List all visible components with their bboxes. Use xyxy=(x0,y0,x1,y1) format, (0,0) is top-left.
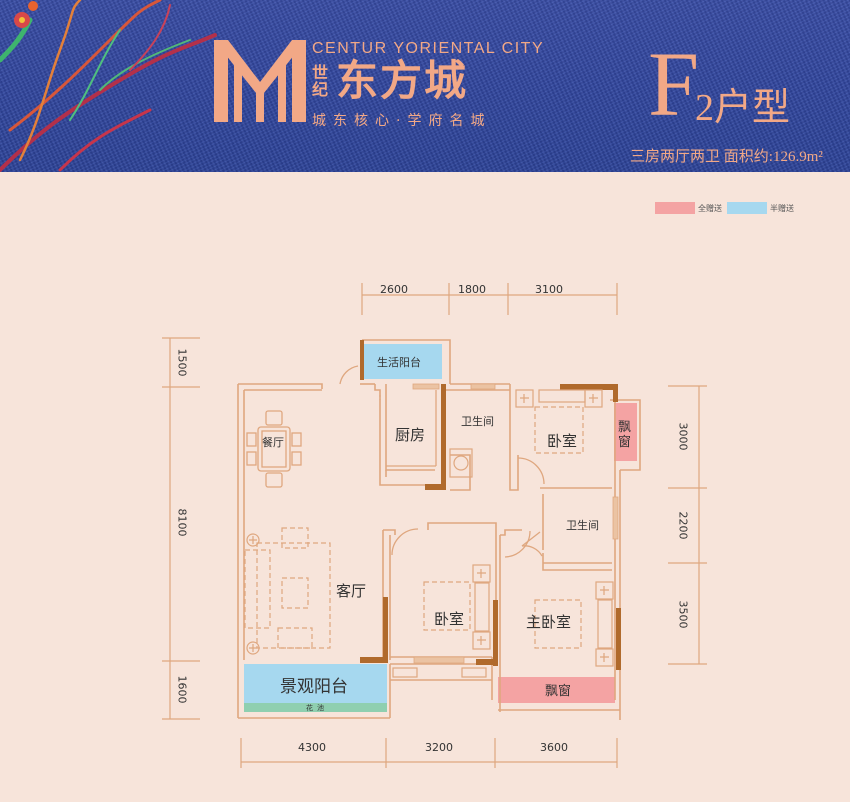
legend-item-half-gift: 半赠送 xyxy=(727,202,794,214)
window-strips xyxy=(412,383,619,664)
dim-top-2: 1800 xyxy=(458,283,486,296)
door-swings xyxy=(339,365,545,558)
dim-right-1: 3000 xyxy=(676,422,690,451)
view-balcony-fill xyxy=(244,664,387,704)
dining-table-icon xyxy=(246,410,302,488)
room-label-view-balcony: 景观阳台 xyxy=(280,677,348,697)
area-label: 面积约: xyxy=(723,149,773,165)
unit-type-label: 2户型 xyxy=(695,87,791,129)
dim-right-2: 2200 xyxy=(676,511,690,540)
dim-top-3: 3100 xyxy=(535,283,563,296)
legend-label: 半赠送 xyxy=(770,203,794,213)
thick-walls xyxy=(360,340,621,670)
washbasin-icon xyxy=(449,448,473,478)
bay-window-1-fill xyxy=(614,403,637,461)
planter-fill xyxy=(244,703,387,712)
room-label-master-bedroom: 主卧室 xyxy=(526,613,572,631)
dimension-lines xyxy=(162,283,707,768)
room-label-bathroom-2: 卫生间 xyxy=(566,519,599,532)
room-label-bay-window-1: 飘窗 xyxy=(618,420,632,450)
bay-window-2-fill xyxy=(498,677,615,703)
room-label-living: 客厅 xyxy=(336,582,367,600)
dim-right-3: 3500 xyxy=(676,600,690,629)
brand-cn-prefix: 世纪 xyxy=(312,63,329,99)
room-label-bay-window-2: 飘窗 xyxy=(545,684,572,699)
dim-bottom-3: 3600 xyxy=(540,741,568,754)
legend-label: 全赠送 xyxy=(698,203,722,213)
thin-walls xyxy=(237,339,641,720)
dim-left-2: 8100 xyxy=(175,508,189,537)
room-label-bedroom-1: 卧室 xyxy=(547,432,578,450)
dim-left-1: 1500 xyxy=(175,348,189,377)
room-label-service-balcony: 生活阳台 xyxy=(377,356,421,369)
nightstand-icons xyxy=(392,389,614,678)
brand-english-name: CENTUR YORIENTAL CITY xyxy=(312,40,545,57)
dim-bottom-1: 4300 xyxy=(298,741,326,754)
unit-type-letter: F xyxy=(648,33,700,135)
logo-icon xyxy=(214,40,306,122)
sofa-set-icon xyxy=(244,527,331,649)
legend-item-full-gift: 全赠送 xyxy=(655,202,722,214)
room-label-kitchen: 厨房 xyxy=(395,426,426,444)
room-label-dining: 餐厅 xyxy=(262,436,284,449)
dim-bottom-2: 3200 xyxy=(425,741,453,754)
header-banner: CENTUR YORIENTAL CITY 世纪 东方城 城东核心·学府名城 F… xyxy=(0,0,850,172)
brand-slogan: 城东核心·学府名城 xyxy=(312,113,492,129)
brand-cn-name: 东方城 xyxy=(336,56,469,105)
kitchen-counter-icon xyxy=(379,390,437,467)
room-label-bathroom-1: 卫生间 xyxy=(461,415,494,428)
legend-swatch-blue xyxy=(727,202,767,214)
legend-swatch-pink xyxy=(655,202,695,214)
layout-desc: 三房两厅两卫 xyxy=(630,149,721,165)
service-balcony-fill xyxy=(364,344,442,379)
tree-branch-decoration xyxy=(0,0,217,172)
lamp-icons xyxy=(246,533,260,655)
room-label-planter: 花池 xyxy=(306,704,328,712)
unit-description: 三房两厅两卫 面积约:126.9m² xyxy=(630,145,823,166)
room-label-bedroom-2: 卧室 xyxy=(434,610,465,628)
dim-left-3: 1600 xyxy=(175,675,189,704)
dim-top-1: 2600 xyxy=(380,283,408,296)
bed-icon xyxy=(423,406,584,649)
area-value: 126.9m² xyxy=(772,149,823,165)
